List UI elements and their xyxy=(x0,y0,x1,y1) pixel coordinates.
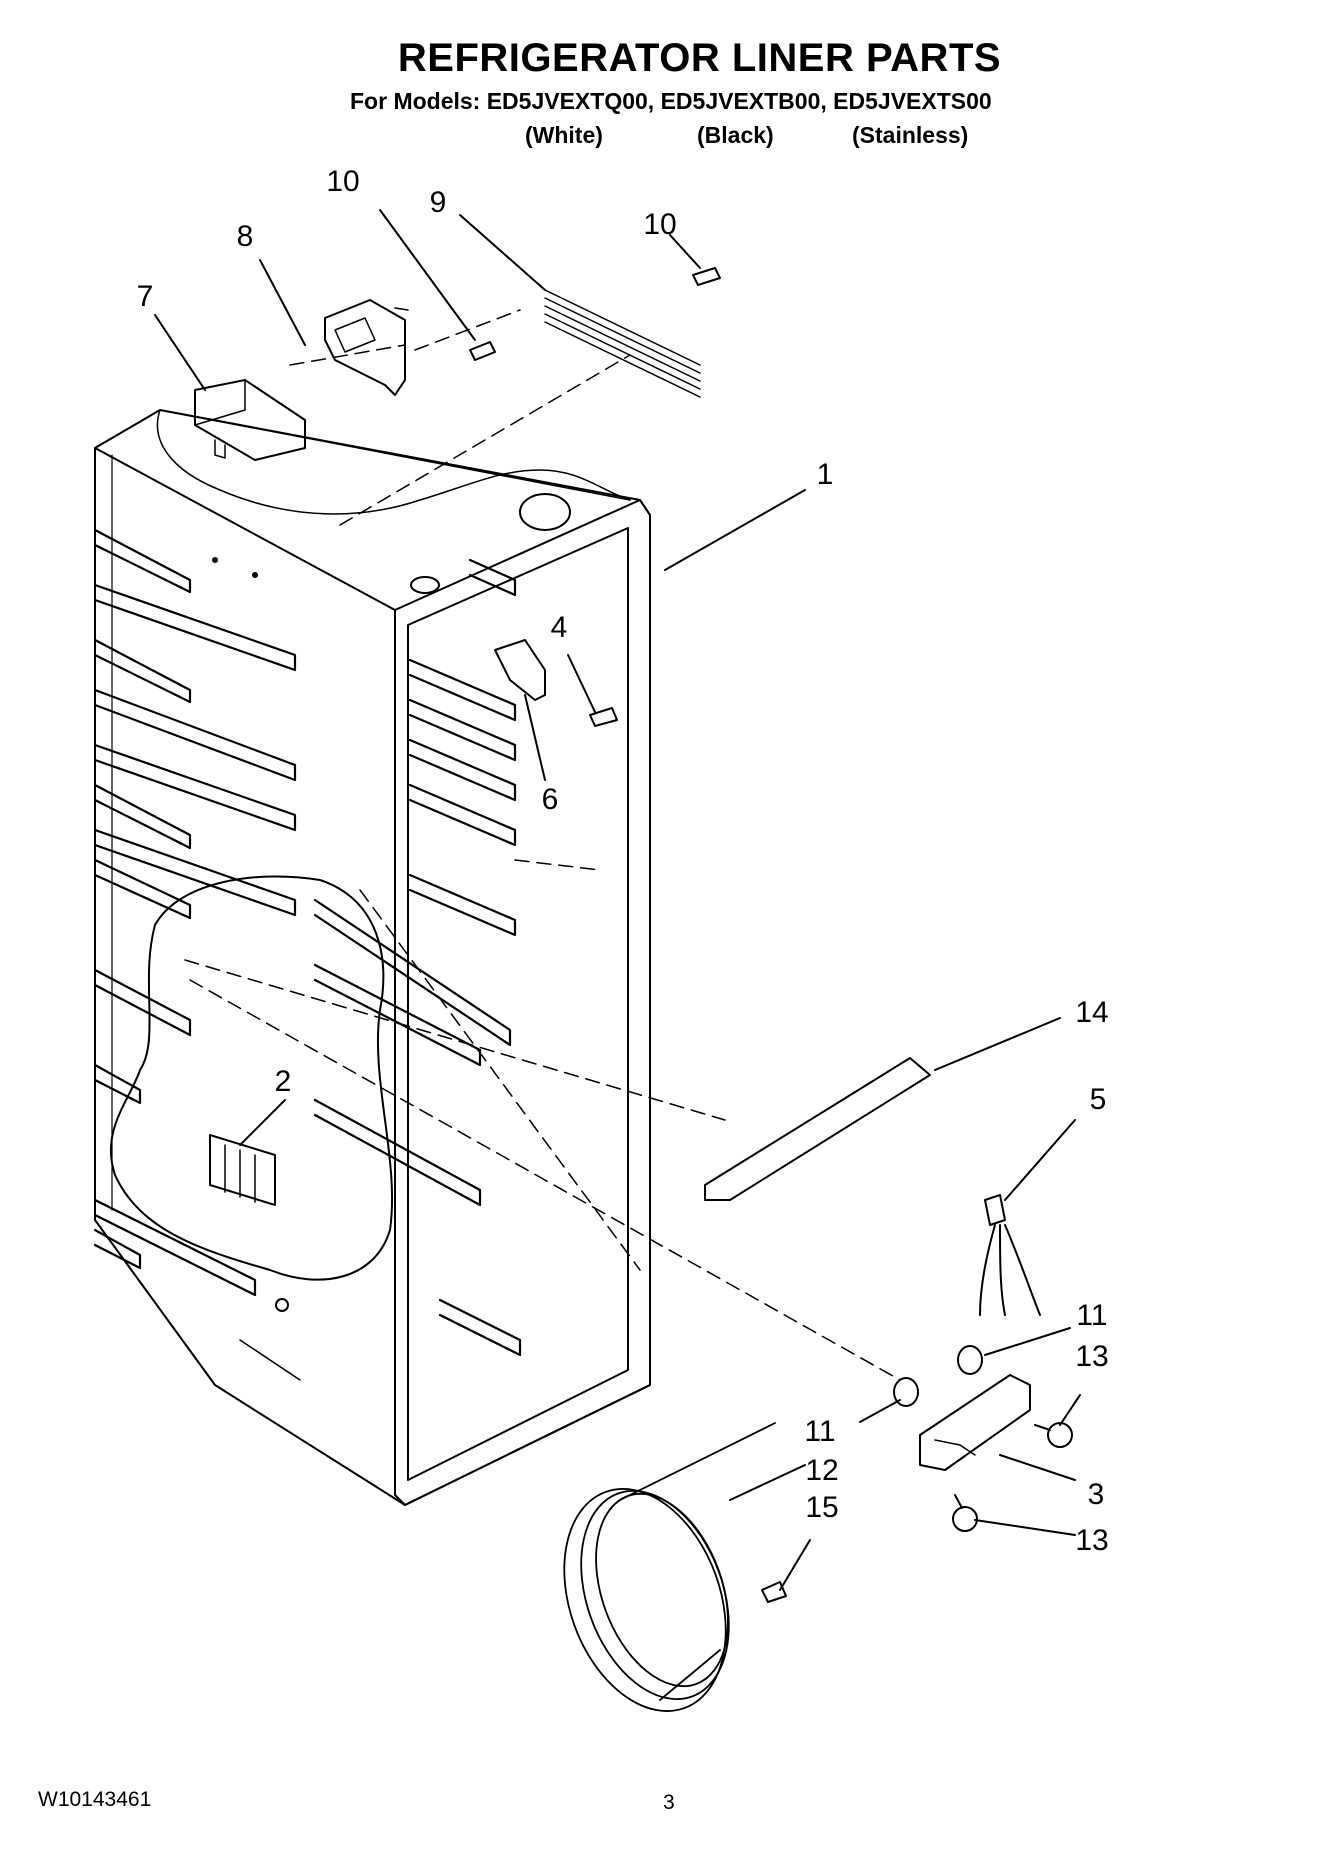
callout-1: 1 xyxy=(816,458,834,491)
callout-2: 2 xyxy=(274,1065,292,1098)
callout-10-right: 10 xyxy=(643,208,677,241)
callout-9: 9 xyxy=(429,186,447,219)
coiled-tube-drawing xyxy=(535,1423,775,1734)
callout-10-top: 10 xyxy=(326,165,360,198)
channel-drawing xyxy=(705,1058,930,1200)
callout-12: 12 xyxy=(805,1454,839,1487)
control-housing-drawing xyxy=(195,380,305,460)
page-number: 3 xyxy=(663,1791,675,1814)
screw-drawings xyxy=(470,268,786,1602)
callout-14: 14 xyxy=(1075,996,1109,1029)
bracket-drawing xyxy=(325,300,408,395)
lamp-housing-drawing xyxy=(920,1375,1030,1470)
callout-6: 6 xyxy=(541,783,559,816)
callout-7: 7 xyxy=(136,280,154,313)
liner-drawing xyxy=(95,410,650,1505)
callout-arrows xyxy=(155,210,1080,1590)
vent-grille-drawing xyxy=(210,1135,275,1205)
callout-13-bottom: 13 xyxy=(1075,1524,1109,1557)
wire-harness-drawing xyxy=(980,1195,1040,1315)
variant-white: (White) xyxy=(525,122,603,148)
callout-5: 5 xyxy=(1089,1083,1107,1116)
callout-3: 3 xyxy=(1087,1478,1105,1511)
models-line: For Models: ED5JVEXTQ00, ED5JVEXTB00, ED… xyxy=(350,88,992,114)
small-bracket-drawing xyxy=(495,640,545,700)
document-number: W10143461 xyxy=(38,1788,152,1811)
callout-13-top: 13 xyxy=(1075,1340,1109,1373)
page-title: REFRIGERATOR LINER PARTS xyxy=(397,36,1002,80)
callout-4: 4 xyxy=(550,611,568,644)
socket-and-bulb-drawings xyxy=(894,1346,1072,1531)
callout-11-left: 11 xyxy=(804,1415,836,1448)
callout-11-right: 11 xyxy=(1076,1299,1108,1332)
variant-black: (Black) xyxy=(697,122,774,148)
strip-drawing xyxy=(545,290,700,397)
callout-15: 15 xyxy=(805,1491,839,1524)
callout-8: 8 xyxy=(236,220,254,253)
variant-stainless: (Stainless) xyxy=(852,122,969,148)
